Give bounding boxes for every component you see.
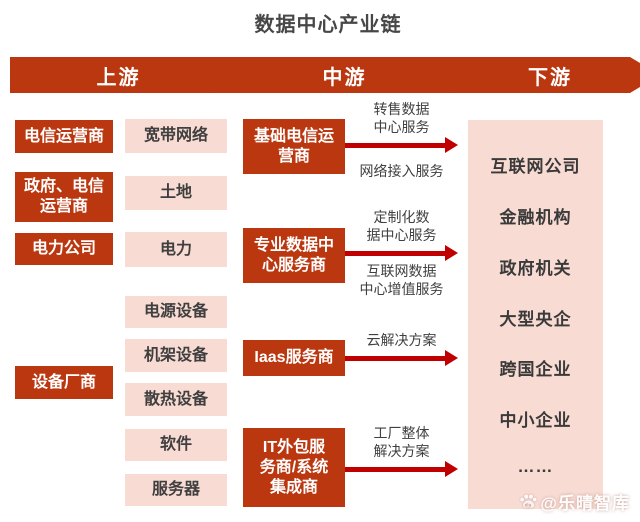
arrow-icon	[345, 350, 458, 366]
downstream-smes: 中小企业	[499, 411, 572, 431]
watermark: du @乐晴智库	[518, 489, 630, 514]
resource-power-equipment: 电源设备	[125, 296, 227, 328]
upstream-player-power-company: 电力公司	[15, 233, 113, 265]
stage-upstream-label: 上游	[96, 66, 141, 89]
resource-rack-equipment: 机架设备	[125, 339, 227, 372]
downstream-government-agencies: 政府机关	[499, 258, 572, 278]
arrow-label-customized-dc-service: 定制化数 据中心服务	[366, 209, 437, 244]
downstream-ellipsis: ……	[517, 457, 554, 477]
resource-server: 服务器	[125, 474, 227, 506]
resource-software: 软件	[125, 429, 227, 461]
stage-upstream: 上游	[10, 57, 249, 93]
paw-icon-du-text: du	[525, 502, 532, 507]
arrow-label-cloud-solution: 云解决方案	[366, 332, 437, 348]
arrow-label-factory-total-solution: 工厂整体 解决方案	[373, 425, 430, 460]
arrow-icon	[345, 245, 458, 261]
stage-midstream-label: 中游	[322, 66, 367, 89]
arrow-icon	[345, 137, 458, 153]
stage-downstream-label: 下游	[528, 66, 572, 89]
watermark-text: @乐晴智库	[540, 494, 630, 513]
page-title: 数据中心产业链	[254, 14, 402, 36]
resource-electricity: 电力	[125, 232, 227, 267]
upstream-player-government-telecom: 政府、电信 运营商	[15, 172, 113, 222]
upstream-player-equipment-vendors: 设备厂商	[15, 366, 113, 399]
midstream-it-outsourcing-integrator: IT外包服 务商/系统 集成商	[243, 428, 345, 507]
midstream-basic-telecom-operator: 基础电信运 营商	[243, 119, 345, 174]
downstream-customers-box: 互联网公司 金融机构 政府机关 大型央企 跨国企业 中小企业 ……	[468, 120, 603, 509]
arrow-label-network-access-service: 网络接入服务	[359, 163, 444, 179]
midstream-professional-dc-provider: 专业数据中 心服务商	[243, 228, 345, 283]
upstream-player-telecom-operators: 电信运营商	[15, 120, 113, 153]
downstream-multinational-companies: 跨国企业	[499, 360, 572, 380]
midstream-iaas-provider: Iaas服务商	[243, 340, 345, 376]
stage-downstream: 下游	[446, 57, 640, 93]
resource-broadband-network: 宽带网络	[125, 119, 227, 153]
downstream-large-soes: 大型央企	[499, 309, 572, 329]
resource-land: 土地	[125, 176, 227, 210]
arrow-label-resale-dc-service: 转售数据 中心服务	[373, 101, 430, 136]
paw-icon: du	[518, 492, 538, 512]
downstream-internet-companies: 互联网公司	[490, 156, 581, 176]
arrow-label-idc-value-added-service: 互联网数据 中心增值服务	[359, 263, 444, 298]
arrow-icon	[345, 461, 458, 477]
resource-cooling-equipment: 散热设备	[125, 383, 227, 416]
stage-midstream: 中游	[212, 57, 483, 93]
downstream-financial-institutions: 金融机构	[499, 207, 572, 227]
